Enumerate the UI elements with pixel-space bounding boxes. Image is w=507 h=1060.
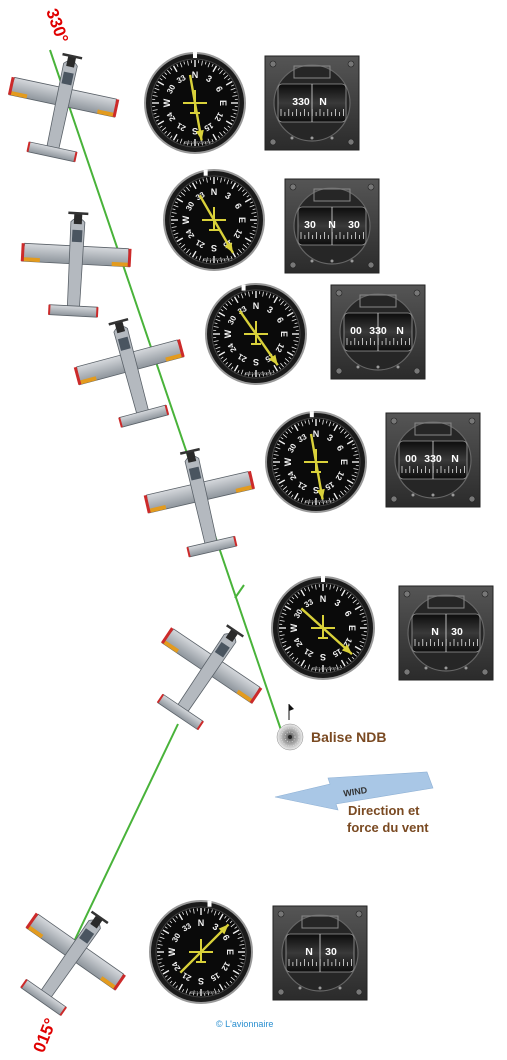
compass-indicator-2: 30 N 30 xyxy=(284,178,380,274)
adf-brand-label: BENDIX/KING xyxy=(190,990,220,995)
adf-brand-label: BENDIX/KING xyxy=(203,257,233,262)
adf-scale-label: 6 xyxy=(214,84,225,93)
adf-scale-label: S xyxy=(192,126,198,136)
compass-indicator-1: 330 N xyxy=(264,55,360,151)
adf-needle xyxy=(179,923,230,974)
wind-caption-line2: force du vent xyxy=(347,820,429,835)
ndb-beacon xyxy=(276,704,304,751)
compass-card-label: 30 xyxy=(451,626,463,638)
adf-scale-label: W xyxy=(289,623,299,632)
adf-scale-label: W xyxy=(283,457,293,466)
adf-needle xyxy=(188,74,203,141)
adf-brand-label: BENDIX/KING xyxy=(305,499,335,504)
track-drift-segment xyxy=(234,584,245,599)
compass-indicator-5: N 30 xyxy=(398,585,494,681)
adf-scale-label: N xyxy=(320,594,327,604)
adf-scale-label: N xyxy=(198,918,205,928)
adf-scale-label: 3 xyxy=(211,921,220,932)
adf-scale-label: E xyxy=(347,625,357,631)
compass-card-label: 30 xyxy=(304,219,316,231)
adf-needle xyxy=(238,309,279,366)
adf-scale-label: 3 xyxy=(265,304,274,315)
adf-scale-label: E xyxy=(225,949,235,955)
aircraft-3 xyxy=(64,305,199,436)
compass-card-label: N xyxy=(328,219,336,231)
adf-scale-label: S xyxy=(320,652,326,662)
compass-card-label: N xyxy=(305,946,313,958)
adf-scale-label: 6 xyxy=(275,315,286,324)
adf-scale-label: N xyxy=(313,429,320,439)
aircraft-2 xyxy=(17,208,134,320)
adf-scale-label: S xyxy=(313,485,319,495)
adf-scale-label: 6 xyxy=(335,443,346,452)
compass-indicator-3: 00 330 N xyxy=(330,284,426,380)
heading-end-label: 015° xyxy=(29,1015,60,1055)
adf-scale-label: 6 xyxy=(221,933,232,942)
adf-scale-label: W xyxy=(167,947,177,956)
adf-scale-label: 3 xyxy=(204,73,213,84)
adf-brand-label: BENDIX/KING xyxy=(312,666,342,671)
heading-start-label: 330° xyxy=(42,6,72,46)
compass-card-label: 330 xyxy=(292,96,310,108)
compass-indicator-4: 00 330 N xyxy=(385,412,481,508)
compass-card-label: N xyxy=(451,453,459,465)
aircraft-6 xyxy=(0,884,146,1034)
adf-scale-label: W xyxy=(223,329,233,338)
wind-caption-line1: Direction et xyxy=(348,803,420,818)
adf-scale-label: N xyxy=(253,301,260,311)
adf-brand-label: BENDIX/KING xyxy=(184,140,214,145)
adf-brand-label: BENDIX/KING xyxy=(245,371,275,376)
adf-scale-label: W xyxy=(181,215,191,224)
aircraft-4 xyxy=(135,437,268,565)
adf-scale-label: 6 xyxy=(233,201,244,210)
aircraft-1 xyxy=(0,43,127,169)
compass-card-label: 30 xyxy=(325,946,337,958)
compass-card-label: 00 xyxy=(405,453,417,465)
compass-card-label: N xyxy=(319,96,327,108)
compass-indicator-6: N 30 xyxy=(272,905,368,1001)
adf-needle xyxy=(309,433,324,500)
compass-card-label: 00 xyxy=(350,325,362,337)
wind-arrow: WIND xyxy=(274,771,434,811)
compass-card-label: 330 xyxy=(424,453,442,465)
adf-scale-label: E xyxy=(218,100,228,106)
track-inbound xyxy=(49,49,283,734)
adf-needle xyxy=(300,607,353,655)
compass-card-label: N xyxy=(396,325,404,337)
adf-scale-label: 6 xyxy=(343,609,354,618)
wind-arrow-label: WIND xyxy=(343,785,369,799)
compass-card-label: 30 xyxy=(348,219,360,231)
adf-scale-label: N xyxy=(211,187,218,197)
adf-scale-label: S xyxy=(253,357,259,367)
adf-scale-label: E xyxy=(279,331,289,337)
adf-indicators: N36E1215S2124W3033BENDIX/KINGN36E1215S21… xyxy=(144,52,375,1004)
aircraft-5 xyxy=(131,598,282,748)
adf-needle xyxy=(198,194,235,254)
adf-scale-label: S xyxy=(211,243,217,253)
adf-scale-label: 3 xyxy=(333,597,342,608)
compass-card-label: 330 xyxy=(369,325,387,337)
ndb-label: Balise NDB xyxy=(311,729,386,745)
adf-scale-label: N xyxy=(192,70,199,80)
adf-scale-label: 3 xyxy=(223,190,232,201)
adf-scale-label: S xyxy=(198,976,204,986)
adf-scale-label: E xyxy=(339,459,349,465)
compass-card-label: N xyxy=(431,626,439,638)
adf-scale-label: E xyxy=(237,217,247,223)
adf-scale-label: W xyxy=(162,98,172,107)
credit-label: © L'avionnaire xyxy=(216,1019,273,1029)
adf-scale-label: 3 xyxy=(325,432,334,443)
